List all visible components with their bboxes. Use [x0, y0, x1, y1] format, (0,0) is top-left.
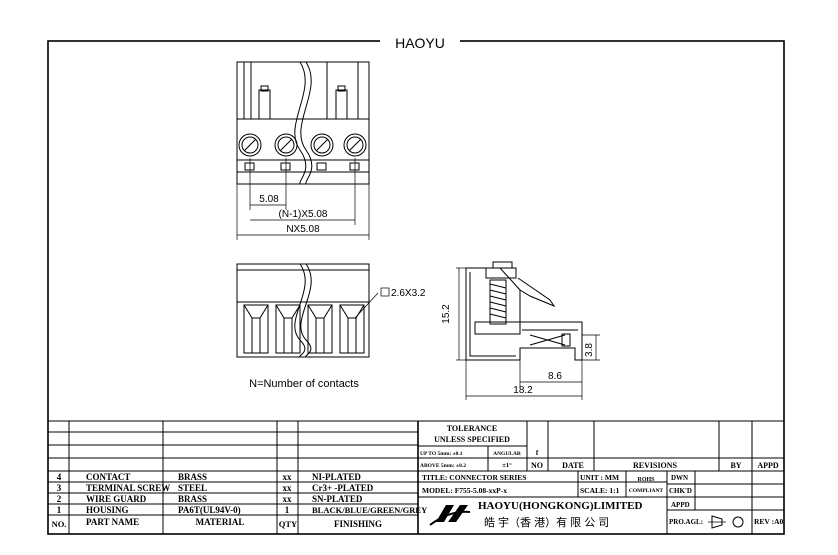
svg-text:APPD: APPD	[757, 461, 779, 470]
svg-text:xx: xx	[283, 472, 293, 482]
svg-text:2: 2	[57, 494, 62, 504]
svg-text:CONTACT: CONTACT	[86, 472, 130, 482]
bottom-view: 2.6X3.2	[236, 263, 426, 358]
bom-row: 4 CONTACT BRASS xx NI-PLATED	[57, 472, 362, 482]
svg-text:xx: xx	[283, 494, 293, 504]
front-dimensions: 5.08 (N-1)X5.08 NX5.08	[236, 158, 370, 240]
svg-text:HOUSING: HOUSING	[86, 505, 129, 515]
svg-text:SCALE: 1:1: SCALE: 1:1	[580, 486, 620, 495]
svg-text:BLACK/BLUE/GREEN/GREY: BLACK/BLUE/GREEN/GREY	[312, 505, 427, 515]
svg-text:PRO.AGL:: PRO.AGL:	[669, 518, 703, 526]
svg-text:REVISIONS: REVISIONS	[633, 461, 678, 470]
svg-text:1: 1	[285, 505, 290, 515]
svg-text:UNLESS SPECIFIED: UNLESS SPECIFIED	[434, 435, 510, 444]
svg-text:ROHS: ROHS	[637, 477, 655, 483]
svg-text:±1°: ±1°	[502, 462, 512, 469]
dim-pitch: 5.08	[259, 194, 279, 205]
svg-text:BRASS: BRASS	[178, 472, 207, 482]
svg-text:3: 3	[57, 483, 62, 493]
svg-text:FINISHING: FINISHING	[334, 519, 382, 529]
dim-n-total: NX5.08	[286, 224, 320, 235]
dim-18-2: 18.2	[513, 385, 533, 396]
svg-text:PA6T(UL94V-0): PA6T(UL94V-0)	[178, 505, 241, 515]
dim-n-minus-1: (N-1)X5.08	[279, 209, 328, 220]
note-contacts: N=Number of contacts	[249, 378, 359, 390]
svg-text:xx: xx	[283, 483, 293, 493]
svg-text:HAOYU(HONGKONG)LIMITED: HAOYU(HONGKONG)LIMITED	[478, 500, 642, 512]
svg-text:DATE: DATE	[562, 461, 584, 470]
svg-text:CHK'D: CHK'D	[669, 487, 692, 495]
svg-text:SN-PLATED: SN-PLATED	[312, 494, 363, 504]
svg-text:TITLE: CONNECTOR SERIES: TITLE: CONNECTOR SERIES	[422, 473, 526, 482]
tolerance-revision: TOLERANCE UNLESS SPECIFIED UP TO 5mm: ±0…	[418, 421, 784, 534]
bom-row: 2 WIRE GUARD BRASS xx SN-PLATED	[57, 494, 363, 504]
dim-8-6: 8.6	[548, 371, 562, 382]
svg-text:1: 1	[57, 505, 62, 515]
svg-text:NO: NO	[531, 461, 543, 470]
svg-text:ANGULAR: ANGULAR	[493, 451, 522, 457]
svg-text:DWN: DWN	[671, 474, 688, 482]
svg-text:4: 4	[57, 472, 62, 482]
svg-text:QTY: QTY	[279, 519, 297, 529]
svg-text:TERMINAL SCREW: TERMINAL SCREW	[86, 483, 170, 493]
svg-text:ABOVE 5mm: ±0.2: ABOVE 5mm: ±0.2	[420, 463, 466, 469]
bom-table: 4 CONTACT BRASS xx NI-PLATED 3 TERMINAL …	[52, 472, 428, 529]
svg-text:BRASS: BRASS	[178, 494, 207, 504]
svg-text:MODEL: F755-5.08-xxP-x: MODEL: F755-5.08-xxP-x	[422, 486, 507, 495]
top-label: HAOYU	[395, 35, 445, 51]
svg-text:WIRE GUARD: WIRE GUARD	[86, 494, 147, 504]
side-view: 15.2 3.8 8.6 18.2	[441, 261, 600, 400]
haoyu-logo	[429, 505, 471, 526]
svg-text:NI-PLATED: NI-PLATED	[312, 472, 361, 482]
svg-text:UNIT : MM: UNIT : MM	[580, 473, 619, 482]
projection-symbol-icon	[708, 515, 744, 529]
svg-text:REV :A0: REV :A0	[754, 517, 783, 526]
bom-row: 3 TERMINAL SCREW STEEL xx Cr3+ -PLATED	[57, 483, 374, 493]
svg-text:COMPLIANT: COMPLIANT	[629, 488, 664, 494]
svg-text:Cr3+ -PLATED: Cr3+ -PLATED	[312, 483, 374, 493]
svg-text:BY: BY	[730, 461, 741, 470]
front-view	[236, 61, 370, 185]
dim-height: 15.2	[441, 304, 452, 324]
bom-header: NO. PART NAME MATERIAL QTY FINISHING	[52, 517, 382, 529]
svg-text:MATERIAL: MATERIAL	[196, 517, 245, 527]
svg-text:APPD: APPD	[671, 501, 690, 509]
dim-3-8: 3.8	[584, 343, 595, 357]
svg-text:NO.: NO.	[52, 519, 67, 529]
svg-text:PART NAME: PART NAME	[86, 517, 139, 527]
svg-text:皓 宇（香 港）有 限 公 司: 皓 宇（香 港）有 限 公 司	[484, 515, 609, 529]
screw-heads	[238, 133, 367, 157]
svg-text:UP TO 5mm: ±0.1: UP TO 5mm: ±0.1	[420, 451, 463, 457]
dim-wire-hole: 2.6X3.2	[391, 288, 426, 299]
bom-row: 1 HOUSING PA6T(UL94V-0) 1 BLACK/BLUE/GRE…	[57, 505, 428, 515]
svg-text:f: f	[536, 449, 539, 457]
svg-text:TOLERANCE: TOLERANCE	[447, 424, 498, 433]
svg-text:STEEL: STEEL	[178, 483, 207, 493]
